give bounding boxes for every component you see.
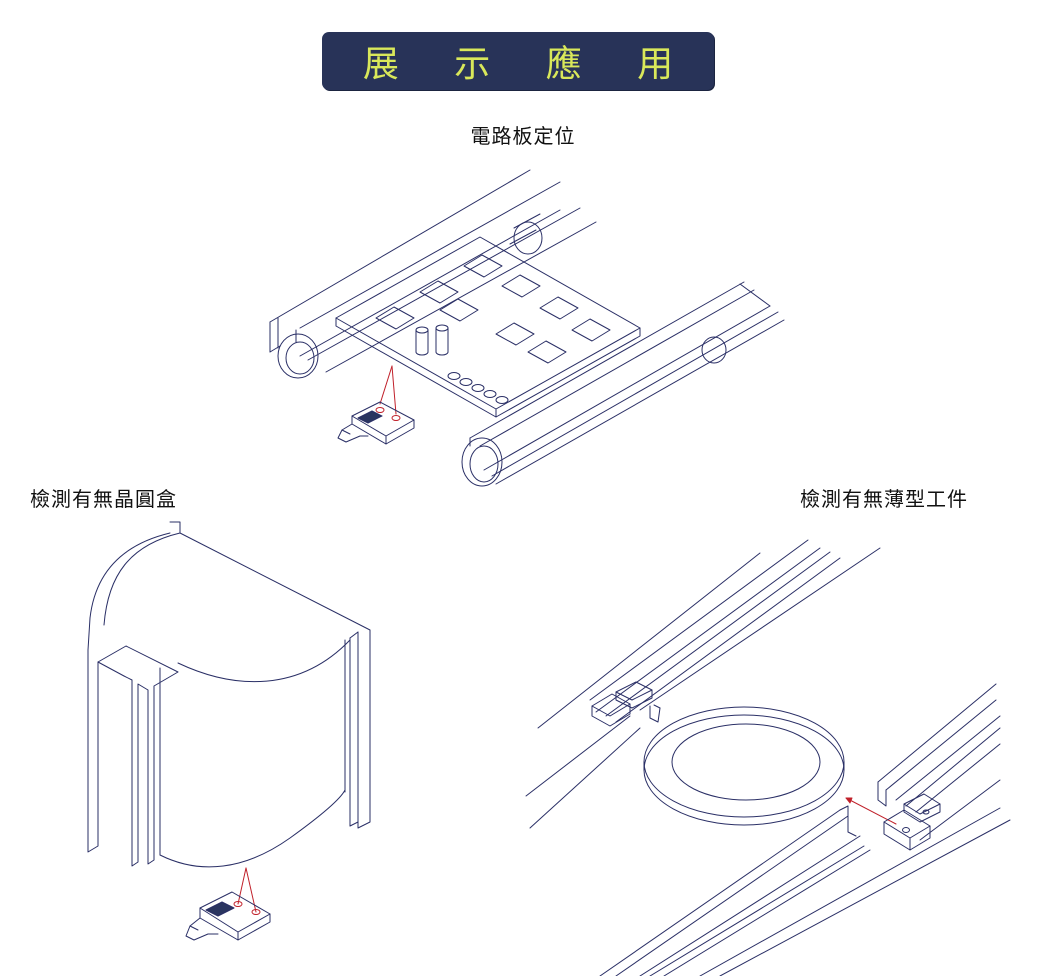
wafer-box-illustration bbox=[88, 522, 370, 940]
pcb-conveyor-illustration bbox=[270, 170, 784, 486]
ring-workpiece bbox=[644, 707, 844, 825]
banner-title: 展 示 應 用 bbox=[362, 44, 696, 85]
front-rail bbox=[462, 282, 784, 486]
thin-workpiece-illustration bbox=[526, 540, 1010, 976]
upper-rail-bracket bbox=[592, 682, 652, 726]
board-chips bbox=[376, 255, 610, 363]
thin-workpiece-caption: 檢測有無薄型工件 bbox=[800, 487, 968, 511]
pcb-caption: 電路板定位 bbox=[470, 124, 576, 148]
capacitors bbox=[416, 325, 448, 355]
circuit-board bbox=[336, 237, 640, 417]
pcb-sensor bbox=[338, 366, 414, 444]
thin-workpiece-sensor bbox=[846, 794, 940, 850]
back-rail bbox=[270, 170, 596, 378]
title-banner: 展 示 應 用 bbox=[322, 32, 714, 90]
wafer-box-sensor bbox=[186, 868, 270, 940]
board-holes bbox=[448, 373, 508, 404]
wafer-box-caption: 檢測有無晶圓盒 bbox=[30, 487, 177, 511]
